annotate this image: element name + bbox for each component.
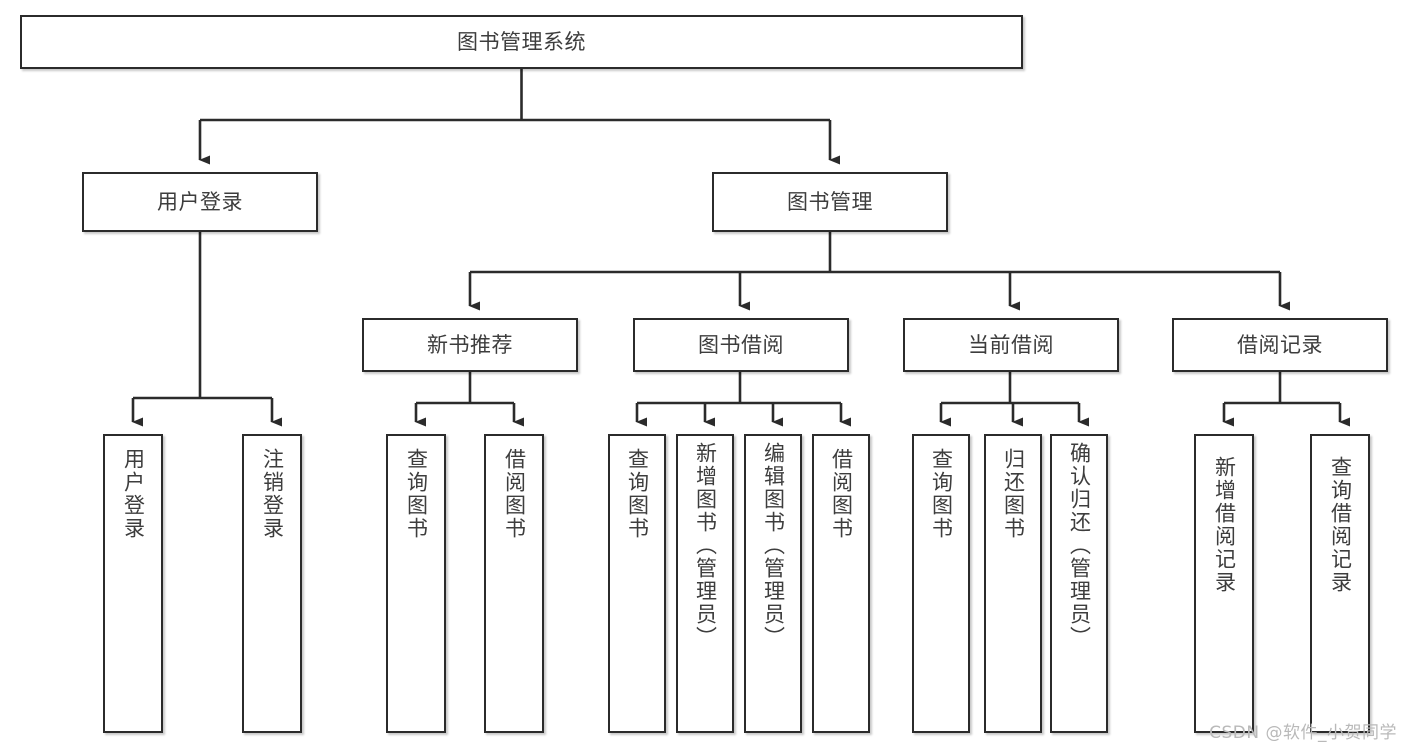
node-current-borrow-label: 当前借阅 xyxy=(968,332,1054,357)
node-leaf-confirm-return-admin[interactable]: 确认归还（管理员） xyxy=(1050,434,1108,733)
node-leaf-add-borrow-record[interactable]: 新增借阅记录 xyxy=(1194,434,1254,733)
node-leaf-query-borrow-record-label: 查询借阅记录 xyxy=(1328,456,1353,594)
node-leaf-edit-book-admin-label: 编辑图书（管理员） xyxy=(761,442,786,649)
node-leaf-query-book-borrow-label: 查询图书 xyxy=(625,448,650,540)
node-leaf-query-book-borrow[interactable]: 查询图书 xyxy=(608,434,666,733)
node-book-management-label: 图书管理 xyxy=(787,189,873,214)
node-leaf-borrow-book[interactable]: 借阅图书 xyxy=(812,434,870,733)
node-user-login-label: 用户登录 xyxy=(157,189,243,214)
vertical-text-wrap: 用户登录 xyxy=(105,448,161,540)
vertical-text-wrap: 借阅图书 xyxy=(486,448,542,540)
node-user-login[interactable]: 用户登录 xyxy=(82,172,318,232)
node-leaf-user-login[interactable]: 用户登录 xyxy=(103,434,163,733)
vertical-text-wrap: 编辑图书（管理员） xyxy=(746,442,800,649)
node-leaf-borrow-book-rec[interactable]: 借阅图书 xyxy=(484,434,544,733)
vertical-text-wrap: 确认归还（管理员） xyxy=(1052,442,1106,649)
node-current-borrow[interactable]: 当前借阅 xyxy=(903,318,1119,372)
node-leaf-query-book-rec-label: 查询图书 xyxy=(404,448,429,540)
node-new-book-recommend[interactable]: 新书推荐 xyxy=(362,318,578,372)
node-leaf-query-book-current-label: 查询图书 xyxy=(929,448,954,540)
node-leaf-return-book[interactable]: 归还图书 xyxy=(984,434,1042,733)
node-leaf-user-login-label: 用户登录 xyxy=(121,448,146,540)
node-leaf-logout-label: 注销登录 xyxy=(260,448,285,540)
node-leaf-add-borrow-record-label: 新增借阅记录 xyxy=(1212,456,1237,594)
node-leaf-query-book-rec[interactable]: 查询图书 xyxy=(386,434,446,733)
csdn-watermark: CSDN @软件_小贺同学 xyxy=(1209,723,1397,743)
vertical-text-wrap: 新增图书（管理员） xyxy=(678,442,732,649)
vertical-text-wrap: 查询图书 xyxy=(610,448,664,540)
node-book-management[interactable]: 图书管理 xyxy=(712,172,948,232)
node-book-borrow-label: 图书借阅 xyxy=(698,332,784,357)
node-leaf-confirm-return-admin-label: 确认归还（管理员） xyxy=(1067,442,1092,649)
vertical-text-wrap: 注销登录 xyxy=(244,448,300,540)
vertical-text-wrap: 查询图书 xyxy=(388,448,444,540)
node-leaf-edit-book-admin[interactable]: 编辑图书（管理员） xyxy=(744,434,802,733)
node-leaf-add-book-admin[interactable]: 新增图书（管理员） xyxy=(676,434,734,733)
vertical-text-wrap: 查询借阅记录 xyxy=(1312,456,1368,594)
node-leaf-return-book-label: 归还图书 xyxy=(1001,448,1026,540)
vertical-text-wrap: 归还图书 xyxy=(986,448,1040,540)
vertical-text-wrap: 借阅图书 xyxy=(814,448,868,540)
node-new-book-recommend-label: 新书推荐 xyxy=(427,332,513,357)
node-root[interactable]: 图书管理系统 xyxy=(20,15,1023,69)
vertical-text-wrap: 新增借阅记录 xyxy=(1196,456,1252,594)
node-leaf-borrow-book-label: 借阅图书 xyxy=(829,448,854,540)
node-root-label: 图书管理系统 xyxy=(457,29,586,54)
node-leaf-query-book-current[interactable]: 查询图书 xyxy=(912,434,970,733)
node-borrow-record[interactable]: 借阅记录 xyxy=(1172,318,1388,372)
node-book-borrow[interactable]: 图书借阅 xyxy=(633,318,849,372)
node-leaf-add-book-admin-label: 新增图书（管理员） xyxy=(693,442,718,649)
node-leaf-logout[interactable]: 注销登录 xyxy=(242,434,302,733)
vertical-text-wrap: 查询图书 xyxy=(914,448,968,540)
node-borrow-record-label: 借阅记录 xyxy=(1237,332,1323,357)
node-leaf-borrow-book-rec-label: 借阅图书 xyxy=(502,448,527,540)
node-leaf-query-borrow-record[interactable]: 查询借阅记录 xyxy=(1310,434,1370,733)
